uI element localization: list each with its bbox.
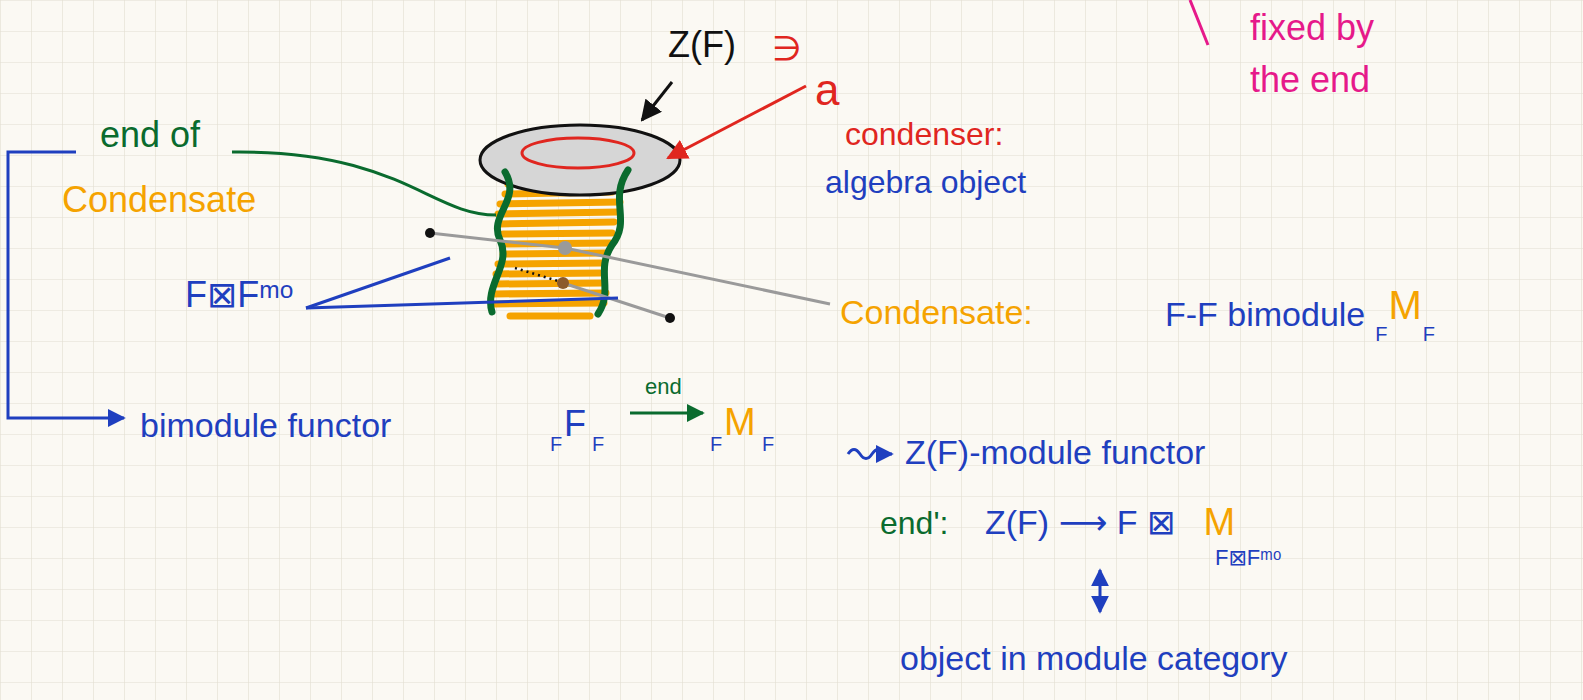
subscript: F bbox=[710, 432, 722, 456]
math-symbol: ∋ bbox=[772, 28, 802, 69]
math-label: M bbox=[724, 400, 756, 446]
annotation: object in module category bbox=[900, 638, 1287, 679]
dotted-line bbox=[515, 268, 558, 281]
annotation: algebra object bbox=[825, 163, 1026, 201]
subscript: F bbox=[762, 432, 774, 456]
subscript: F bbox=[550, 432, 562, 456]
annotation: Condensate bbox=[62, 178, 256, 221]
point bbox=[665, 313, 675, 323]
math-label: M bbox=[1389, 281, 1422, 329]
math-label: F⊠Fᵐᵒ bbox=[185, 273, 293, 316]
squiggle-arrow bbox=[848, 450, 892, 459]
subscript: F bbox=[592, 432, 604, 456]
annotation: Condensate: bbox=[840, 292, 1033, 333]
point bbox=[557, 277, 569, 289]
math-label: F bbox=[564, 402, 586, 445]
leader-line bbox=[430, 233, 565, 248]
pointer-line bbox=[306, 298, 618, 308]
point bbox=[558, 241, 572, 255]
subscript: F⊠Fᵐᵒ bbox=[1215, 545, 1281, 571]
point bbox=[425, 228, 435, 238]
map-arrow bbox=[630, 412, 703, 415]
annotation: end of bbox=[100, 113, 200, 156]
math-label: Z(F) ⟶ F ⊠ bbox=[985, 502, 1176, 543]
subscript: F bbox=[1375, 322, 1387, 346]
pointer-line bbox=[306, 258, 450, 308]
leader-line bbox=[232, 152, 496, 215]
updown-arrow bbox=[1099, 570, 1102, 612]
map-label: end bbox=[645, 374, 682, 400]
annotation: F-F bimodule bbox=[1165, 294, 1365, 335]
leader-arrow bbox=[642, 82, 672, 120]
annotation: condenser: bbox=[845, 115, 1003, 153]
math-label: a bbox=[815, 64, 839, 117]
note: fixed by the end bbox=[1250, 2, 1420, 106]
end-line bbox=[598, 170, 628, 314]
annotation: bimodule functor bbox=[140, 405, 391, 446]
math-label: M bbox=[1204, 500, 1236, 546]
subscript: F bbox=[1423, 322, 1435, 346]
math-label: Z(F) bbox=[668, 23, 736, 66]
annotation: Z(F)-module functor bbox=[905, 432, 1205, 473]
math-label: end': bbox=[880, 504, 948, 542]
slash-mark bbox=[1190, 0, 1208, 45]
condenser-loop bbox=[522, 138, 634, 168]
leader-arrow bbox=[668, 86, 806, 158]
